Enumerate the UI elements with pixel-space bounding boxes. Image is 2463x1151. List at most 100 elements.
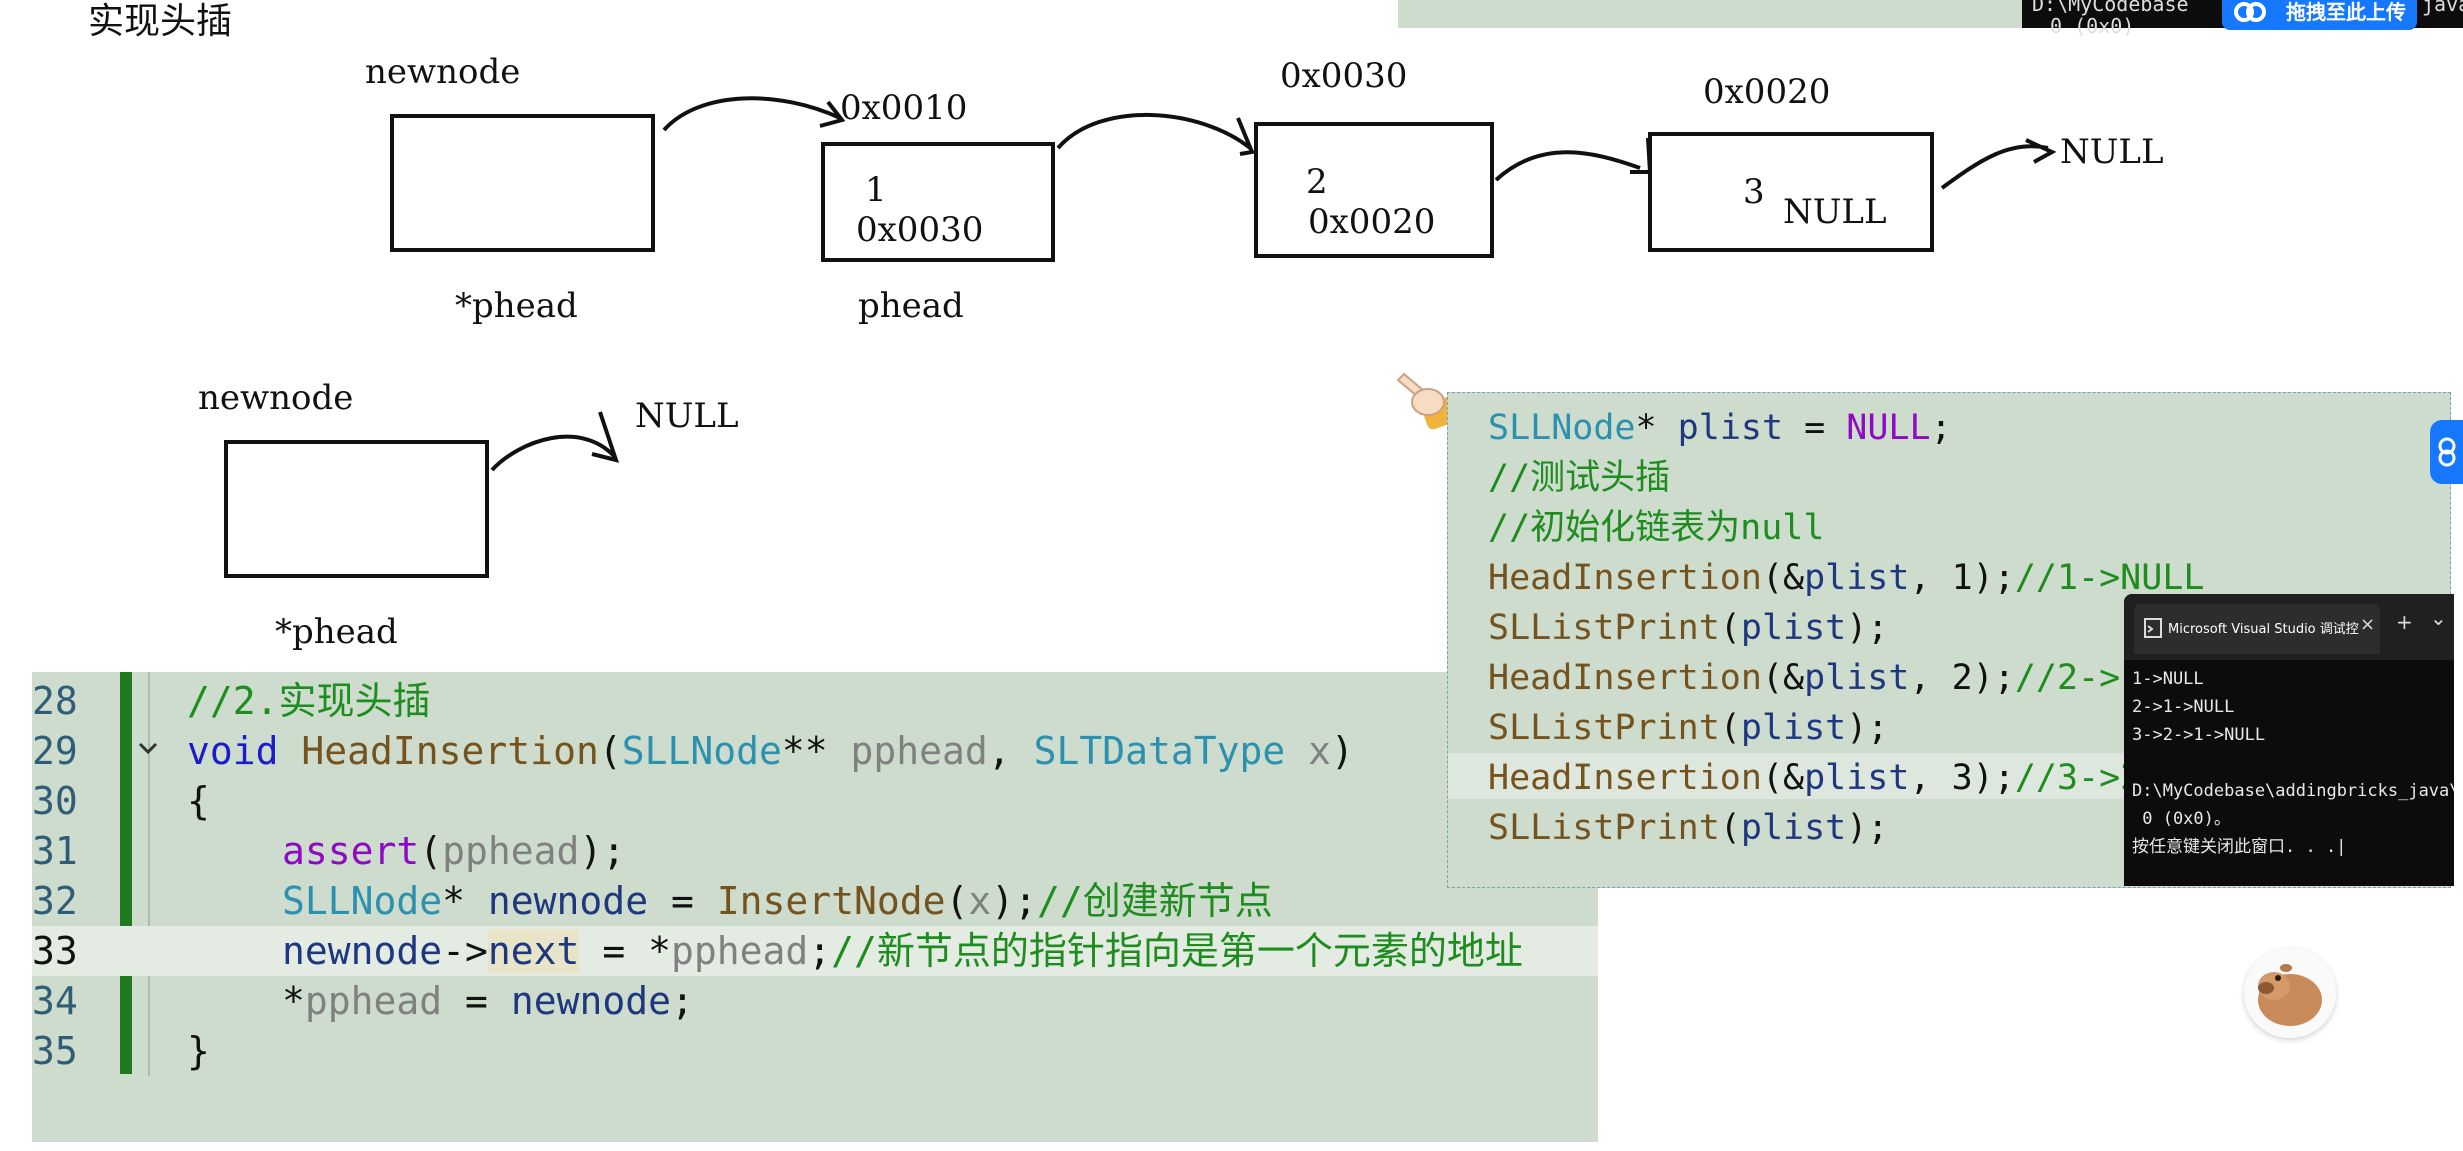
test-line[interactable]: SLLNode* plist = NULL; (1488, 405, 1952, 451)
line-number: 28 (32, 679, 78, 723)
function-name: HeadInsertion (301, 729, 599, 773)
test-line[interactable]: SLListPrint(plist); (1488, 605, 1888, 651)
param-name: pphead (442, 829, 580, 873)
punct: , 1); (1909, 558, 2015, 598)
macro-null: NULL (1846, 408, 1931, 448)
code-line-34[interactable]: 34 *pphead = newnode; (32, 976, 1598, 1026)
variable-name: plist (1740, 608, 1847, 648)
node3-next: NULL (1783, 192, 1887, 232)
tail-null-label: NULL (2060, 132, 2164, 172)
newnode-ptr-label: *phead (455, 286, 578, 326)
function-name: HeadInsertion (1488, 758, 1762, 798)
code-line-28[interactable]: 28 //2.实现头插 (32, 676, 1598, 726)
type-name: SLTDataType (1033, 729, 1286, 773)
upload-button[interactable]: 拖拽至此上传 (2222, 0, 2417, 30)
chevron-down-icon[interactable]: ⌄ (2430, 606, 2447, 630)
line-number: 33 (32, 929, 78, 973)
linked-list-diagram (224, 96, 2057, 578)
side-link-button[interactable] (2430, 420, 2463, 484)
test-line[interactable]: HeadInsertion(&plist, 1);//1->NULL (1488, 555, 2204, 601)
punct: = * (579, 929, 671, 973)
punct: = (442, 979, 511, 1023)
code-comment: //新节点的指针指向是第一个元素的地址 (831, 929, 1523, 973)
new-tab-button[interactable]: + (2396, 610, 2413, 634)
link-icon (2234, 2, 2266, 22)
console-output-line: 0 (0x0)。 (2132, 809, 2231, 829)
line-number: 35 (32, 1029, 78, 1073)
punct: = (1783, 408, 1847, 448)
punct: ( (1719, 608, 1741, 648)
punct: ; (808, 929, 832, 973)
punct: , 3); (1909, 758, 2015, 798)
code-line-32[interactable]: 32 SLLNode* newnode = InsertNode(x);//创建… (32, 876, 1598, 926)
console-output-line: D:\MyCodebase\addingbricks_java\D (2132, 781, 2454, 801)
capybara-avatar-icon[interactable] (2244, 948, 2336, 1038)
code-editor[interactable]: 28 //2.实现头插 29 void HeadInsertion(SLLNod… (32, 672, 1598, 1142)
param-name: x (1308, 729, 1332, 773)
punct: ; (670, 979, 694, 1023)
variable-name: plist (1804, 658, 1910, 698)
line-number: 32 (32, 879, 78, 923)
code-line-35[interactable]: 35 } (32, 1026, 1598, 1076)
param-name: x (968, 879, 992, 923)
bottom-null-label: NULL (635, 396, 739, 436)
type-name: SLLNode (282, 879, 443, 923)
line-number: 29 (32, 729, 78, 773)
punct: ); (991, 879, 1038, 923)
function-name: SLListPrint (1488, 708, 1720, 748)
punct: * (282, 979, 305, 1023)
test-comment: //初始化链表为null (1488, 508, 1825, 548)
line-number: 34 (32, 979, 78, 1023)
fold-chevron-icon[interactable] (136, 736, 160, 760)
link-icon (2438, 437, 2456, 467)
page-title: 实现头插 (88, 1, 233, 42)
bottom-newnode-label: newnode (198, 378, 354, 418)
test-line[interactable]: SLListPrint(plist); (1488, 805, 1888, 851)
node-box-2 (1254, 122, 1494, 258)
brace-close: } (187, 1029, 210, 1073)
node1-address: 0x0010 (840, 88, 968, 128)
brace-open: { (187, 779, 210, 823)
test-comment: //测试头插 (1488, 458, 1671, 498)
console-output-line: 2->1->NULL (2132, 697, 2235, 717)
punct: = (648, 879, 717, 923)
console-tab[interactable]: Microsoft Visual Studio 调试控 × (2134, 604, 2380, 654)
punct: * (442, 879, 488, 923)
variable-name: newnode (510, 979, 671, 1023)
console-output-line: 1->NULL (2132, 669, 2204, 689)
punct: ( (1719, 708, 1741, 748)
debug-console-window[interactable]: Microsoft Visual Studio 调试控 × + ⌄ 1->NUL… (2124, 594, 2454, 886)
node1-label: phead (858, 286, 964, 326)
punct: * (1635, 408, 1678, 448)
upload-label: 拖拽至此上传 (2286, 0, 2406, 24)
arrow-node1-to-node2 (1056, 113, 1255, 156)
node-box-3 (1648, 132, 1934, 252)
code-line-31[interactable]: 31 assert(pphead); (32, 826, 1598, 876)
test-line[interactable]: SLListPrint(plist); (1488, 705, 1888, 751)
arrow-node2-to-node3 (1494, 137, 1653, 182)
function-name: HeadInsertion (1488, 558, 1762, 598)
code-line-33[interactable]: 33 newnode->next = *pphead;//新节点的指针指向是第一… (32, 926, 1598, 976)
arrow-newnode-to-node1 (662, 96, 846, 132)
punct: ( (1719, 808, 1741, 848)
node3-value: 3 (1743, 172, 1765, 212)
field-name: next (487, 929, 580, 973)
punct: ); (1846, 708, 1889, 748)
type-name: SLLNode (1488, 408, 1636, 448)
punct: -> (442, 929, 488, 973)
outline-guide (148, 672, 150, 1076)
node1-next: 0x0030 (856, 210, 984, 250)
node1-value: 1 (865, 170, 887, 210)
keyword-void: void (187, 729, 279, 773)
function-name: SLListPrint (1488, 808, 1720, 848)
close-icon[interactable]: × (2360, 614, 2376, 635)
code-line-29[interactable]: 29 void HeadInsertion(SLLNode** pphead, … (32, 726, 1598, 776)
node2-address: 0x0030 (1280, 56, 1408, 96)
code-line-30[interactable]: 30 { (32, 776, 1598, 826)
punct: ( (419, 829, 443, 873)
console-output-line: 按任意键关闭此窗口. . .| (2132, 837, 2347, 857)
variable-name: plist (1804, 758, 1910, 798)
capybara-face-icon (2258, 964, 2322, 1026)
node3-address: 0x0020 (1703, 72, 1831, 112)
console-tab-title: Microsoft Visual Studio 调试控 (2168, 622, 2359, 637)
